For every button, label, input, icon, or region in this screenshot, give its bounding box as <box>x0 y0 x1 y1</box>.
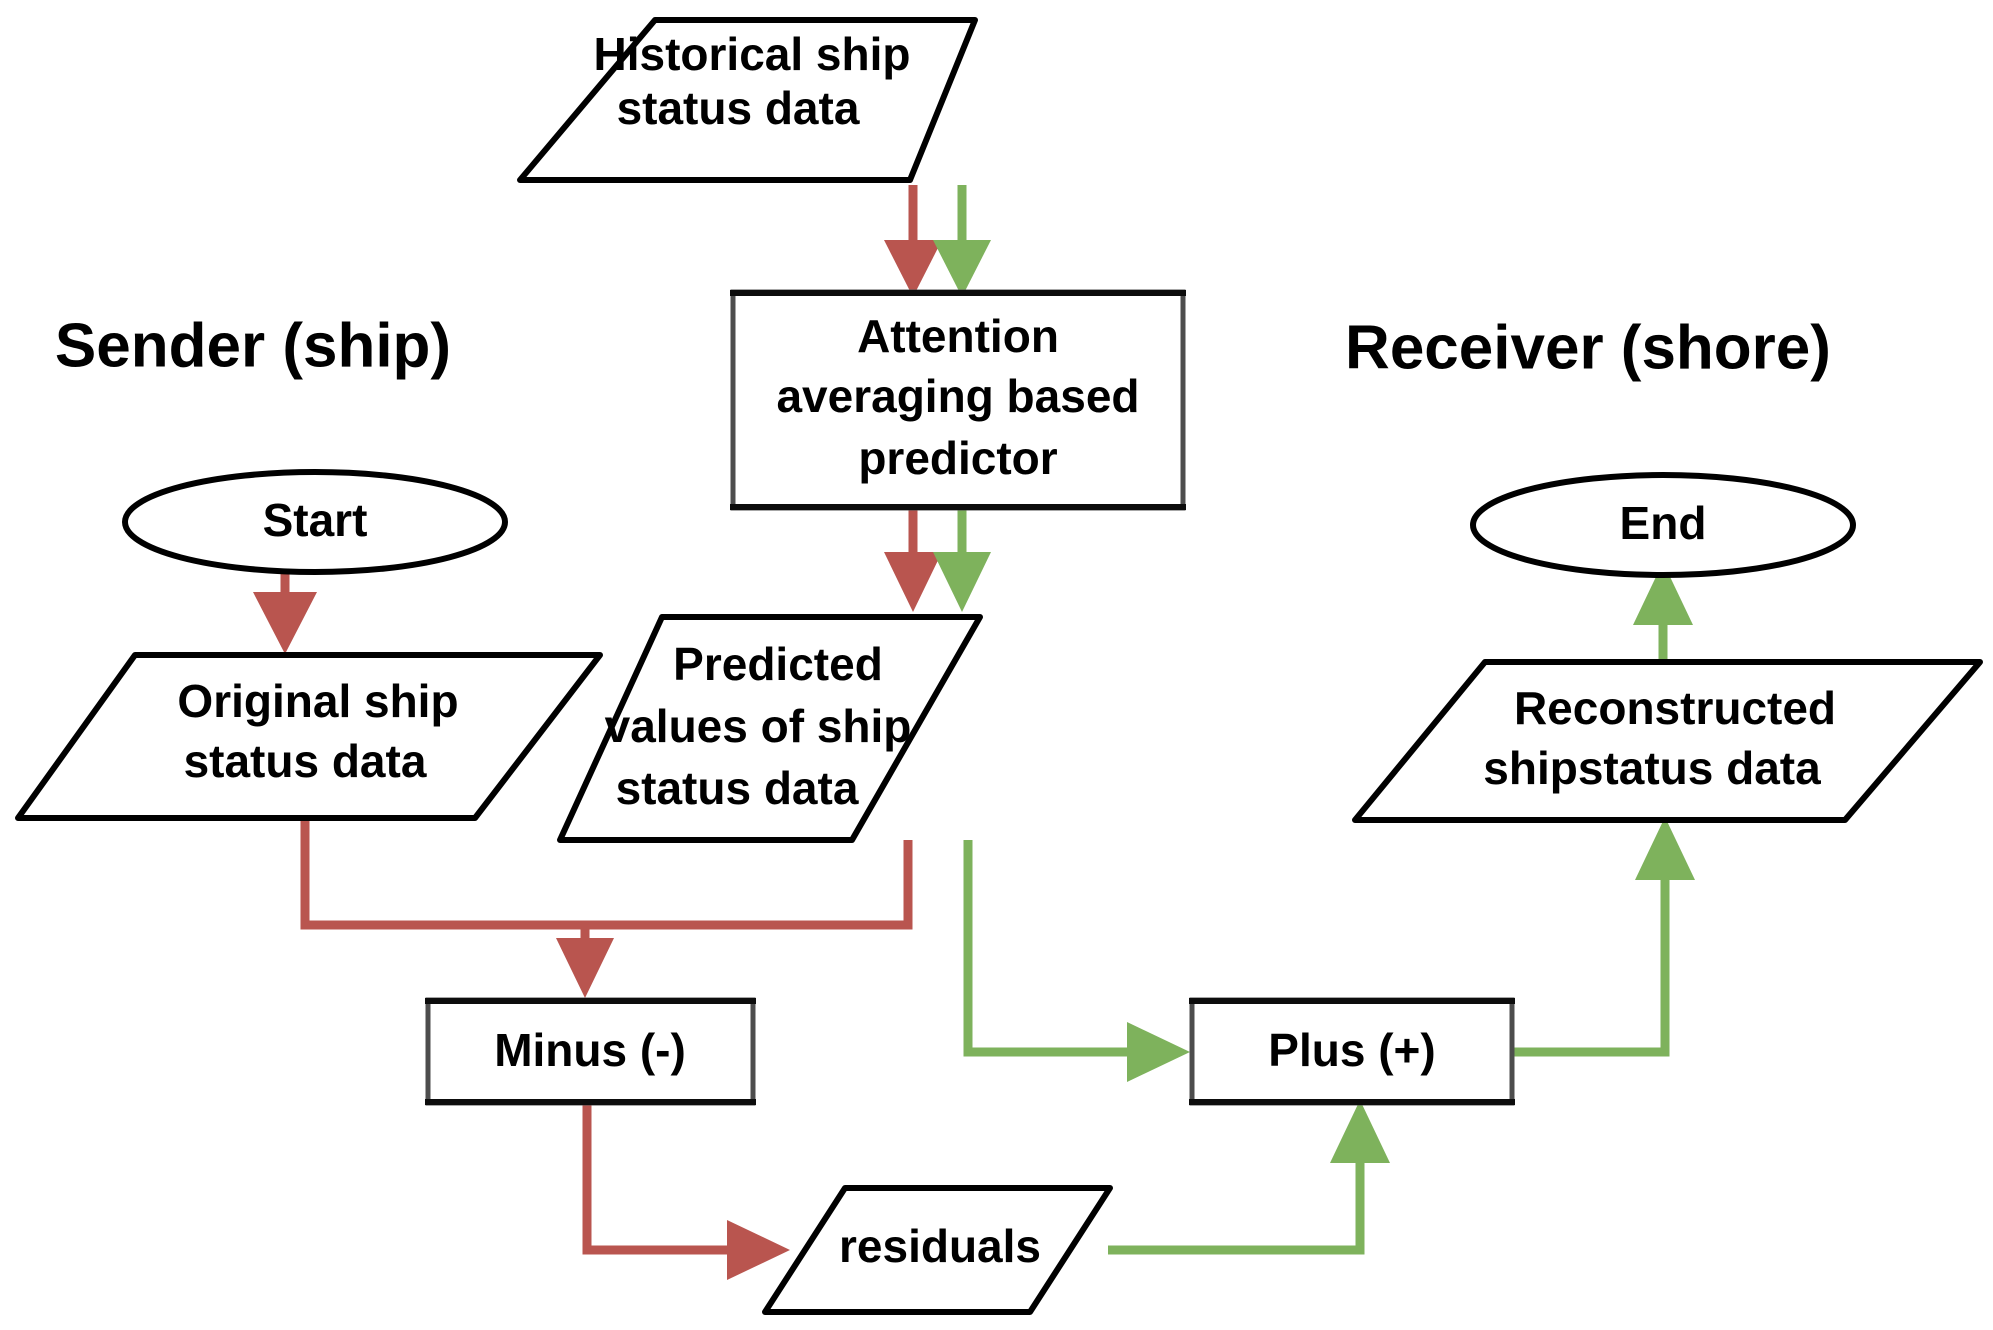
node-minus-label: Minus (-) <box>494 1024 686 1076</box>
node-start-label: Start <box>263 494 368 546</box>
edge-start-to-original <box>253 563 317 654</box>
node-reconstructed-line-1: Reconstructed <box>1514 682 1836 734</box>
node-predicted-values-of-ship-status-data[interactable]: Predicted values of ship status data <box>557 614 983 843</box>
node-residuals-label: residuals <box>839 1220 1041 1272</box>
edge-minus-to-residuals <box>582 1103 790 1280</box>
node-predictor-line-2: averaging based <box>776 370 1139 422</box>
edge-residuals-to-plus <box>1108 1100 1390 1255</box>
edge-predictor-to-predicted-red <box>884 508 942 612</box>
edge-historical-to-predictor-red <box>884 185 942 297</box>
node-plus[interactable]: Plus (+) <box>1189 997 1515 1106</box>
node-start[interactable]: Start <box>122 469 508 575</box>
node-predicted-line-2: values of ship <box>605 700 912 752</box>
node-original-ship-status-data[interactable]: Original ship status data <box>15 652 603 821</box>
node-original-line-2: status data <box>184 735 427 787</box>
node-historical-line-1: Historical ship <box>594 28 911 80</box>
node-end[interactable]: End <box>1470 472 1856 578</box>
node-reconstructed-shipstatus-data[interactable]: Reconstructed shipstatus data <box>1352 659 1983 823</box>
node-predictor-line-1: Attention <box>857 310 1059 362</box>
node-historical-ship-status-data[interactable]: Historical ship status data <box>517 17 978 183</box>
edge-plus-to-reconstructed <box>1510 817 1695 1057</box>
edge-original-to-minus <box>300 818 614 998</box>
edge-reconstructed-to-end <box>1633 562 1693 660</box>
node-minus[interactable]: Minus (-) <box>425 997 756 1106</box>
node-plus-label: Plus (+) <box>1268 1024 1435 1076</box>
node-attention-averaging-based-predictor[interactable]: Attention averaging based predictor <box>730 289 1186 511</box>
node-predictor-line-3: predictor <box>858 432 1057 484</box>
node-predicted-line-1: Predicted <box>673 638 883 690</box>
edge-predicted-to-minus <box>585 840 913 930</box>
node-predicted-line-3: status data <box>616 762 859 814</box>
lane-title-receiver: Receiver (shore) <box>1345 313 1831 382</box>
node-end-label: End <box>1620 497 1707 549</box>
edge-historical-to-predictor-green <box>933 185 991 297</box>
node-original-line-1: Original ship <box>177 675 458 727</box>
lane-title-sender: Sender (ship) <box>55 311 451 380</box>
node-historical-line-2: status data <box>617 82 860 134</box>
node-reconstructed-line-2: shipstatus data <box>1483 742 1821 794</box>
edge-predictor-to-predicted-green <box>933 508 991 612</box>
edge-predicted-to-plus <box>963 840 1190 1082</box>
node-residuals[interactable]: residuals <box>762 1185 1113 1315</box>
